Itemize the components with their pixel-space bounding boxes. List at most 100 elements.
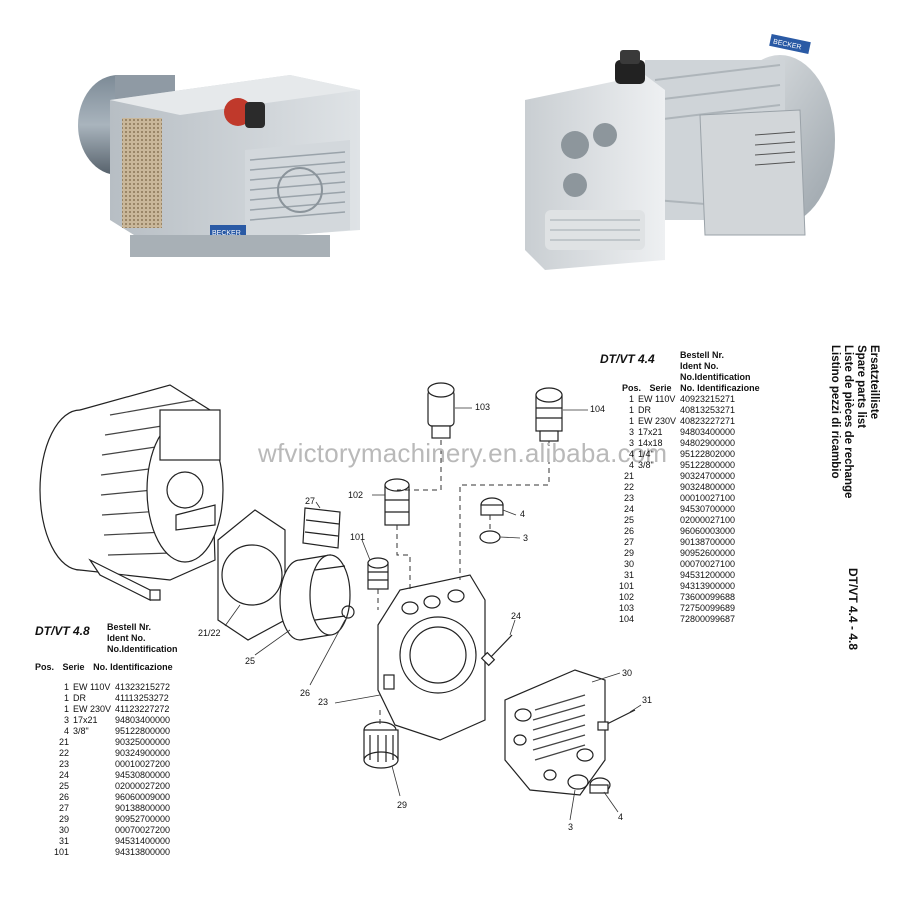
pump-right-illustration: BECKER [525,33,835,270]
table-4-8-pos-cell: 25 [58,781,69,791]
table-4-8-colheaders: Pos. Serie No. Identificazione [35,662,173,673]
table-4-4-pos-cell: 24 [623,504,634,514]
motor-part [39,384,224,601]
callout-29: 29 [397,800,408,810]
table-4-4-pos-cell: 1 [628,405,634,415]
table-4-8-pos-cell: 22 [58,748,69,758]
table-4-4-serie-cell: 14x18 [638,438,663,448]
pump-photo-left: BECKER [60,30,390,280]
table-4-8-pos-cell: 23 [58,759,69,769]
heading-en: Spare parts list [855,345,867,429]
exploded-view-drawing [39,382,642,821]
table-4-4-serie-cell: EW 110V [638,394,676,404]
heading-it: Listino pezzi di ricambio [829,345,841,479]
table-4-4-pos-cell: 23 [623,493,634,503]
table-4-4-pos-cell: 104 [618,614,634,624]
table-4-8-pos-cell: 3 [63,715,69,725]
parts-table-4-8: DT/VT 4.8 Bestell Nr. Ident No. No.Ident… [35,622,235,858]
table-4-8-number-cell: 95122800000 [115,726,171,736]
table-4-4-row: 4 3/8" 95122800000 [600,460,800,471]
plug-4-bottom-part [589,777,611,794]
heading-de: Ersatzteilliste [868,345,880,420]
table-4-4-serie-cell: 3/8" [638,460,654,470]
table-4-4-number-cell: 40923215271 [680,394,736,404]
valve-102-part [384,478,410,526]
table-4-8-pos-cell: 27 [58,803,69,813]
table-4-4-header-right: Bestell Nr. Ident No. No.Identification [680,350,751,383]
o-ring-26-part [341,605,355,619]
callout-21-22: 21/22 [198,628,221,638]
table-4-4-serie-cell: 17x21 [638,427,663,437]
table-4-8-pos-cell: 31 [58,836,69,846]
table-4-8-serie-cell: 17x21 [73,715,98,725]
table-4-8-row: 22 90324900000 [35,748,235,759]
table-4-4-row: 23 00010027100 [600,493,800,504]
table-4-4-pos-cell: 21 [623,471,634,481]
table-4-8-serie-cell: DR [73,693,86,703]
table-4-8-number-cell: 90325000000 [115,737,171,747]
table-4-4-pos-cell: 1 [628,416,634,426]
table-4-8-serie-cell: EW 230V [73,704,112,714]
table-4-4-serie-cell: EW 230V [638,416,677,426]
table-4-8-col-pos: Pos. [35,662,55,672]
callout-26: 26 [300,688,311,698]
table-4-8-header-right: Bestell Nr. Ident No. No.Identification [107,622,178,655]
callout-102: 102 [348,490,364,500]
ring-3-top-part [479,530,501,544]
screw-24-part [480,634,513,667]
gasket-21-22-part [217,509,286,641]
table-4-4-number-cell: 72800099687 [680,614,736,624]
table-4-4-number-cell: 90952600000 [680,548,736,558]
table-4-4-number-cell: 72750099689 [680,603,736,613]
table-4-8-number-cell: 00070027200 [115,825,171,835]
table-4-4-pos-cell: 4 [628,460,634,470]
table-4-4-number-cell: 95122800000 [680,460,736,470]
table-4-4-number-cell: 90324800000 [680,482,736,492]
table-4-4-row: 101 94313900000 [600,581,800,592]
table-4-8-number-cell: 41123227272 [115,704,170,714]
table-4-4-number-cell: 40813253271 [680,405,736,415]
heading-fr: Liste de pièces de rechange [842,345,854,499]
table-4-8-number-cell: 90324900000 [115,748,171,758]
cover-30-part [504,669,606,796]
rotor-25-part [279,554,351,641]
table-4-8-serie-cell: EW 110V [73,682,111,692]
table-4-4-number-cell: 94802900000 [680,438,736,448]
callout-4-bottom: 4 [618,812,624,822]
table-4-4-number-cell: 94531200000 [680,570,736,580]
table-4-4-number-cell: 00010027100 [680,493,736,503]
table-4-8-number-cell: 41323215272 [115,682,171,692]
table-4-8-number-cell: 02000027200 [115,781,171,791]
filter-104-part [535,387,563,442]
table-4-8-number-cell: 94313800000 [115,847,171,857]
screw-31-part [597,709,636,731]
callout-3-top: 3 [523,533,529,543]
table-4-8-title: DT/VT 4.8 [35,624,90,638]
table-4-4-pos-cell: 3 [628,427,634,437]
table-4-4-number-cell: 94313900000 [680,581,736,591]
vane-27-part [302,507,341,549]
table-4-8-serie-cell: 3/8" [73,726,89,736]
table-4-4-pos-cell: 101 [618,581,634,591]
table-4-8-pos-cell: 1 [63,693,69,703]
